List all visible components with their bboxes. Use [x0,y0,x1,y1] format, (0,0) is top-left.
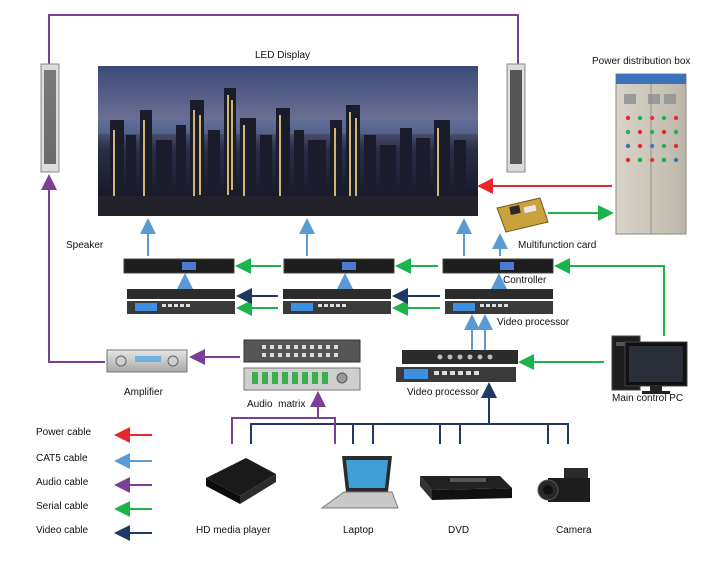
controller-label: Controller [503,275,547,286]
multifunction-card-label: Multifunction card [518,240,597,251]
video-processor-left [127,289,235,314]
amplifier-label: Amplifier [124,387,163,398]
camera-label: Camera [556,525,592,536]
audio-cables [41,174,336,444]
cat5-cables [140,218,508,350]
power-distribution-box [615,73,687,235]
controller-right [442,258,554,274]
laptop [320,456,399,509]
video-processor-top-label: Video processor [497,317,570,328]
hd-media-player [206,458,276,504]
multifunction-card [496,197,549,233]
video-processor-middle [283,289,391,314]
led-display-label: LED Display [255,50,311,61]
legend-label-cat5: CAT5 cable [36,453,88,464]
camera [537,468,590,502]
main-pc-label: Main control PC [612,393,684,404]
video-processor-bottom [396,350,518,382]
laptop-label: Laptop [343,525,374,536]
dvd-player [420,476,512,500]
legend-label-video: Video cable [36,525,89,536]
legend-label-audio: Audio cable [36,477,89,488]
legend-label-serial: Serial cable [36,501,89,512]
audio-matrix [243,339,361,391]
hd-media-player-label: HD media player [196,525,271,536]
controller-left [123,258,235,274]
dvd-label: DVD [448,525,470,536]
video-processor-bottom-label: Video processor [407,387,480,398]
speaker-left [40,63,60,173]
controller-middle [283,258,395,274]
speaker-label: Speaker [66,240,104,251]
main-control-pc [611,335,688,394]
legend-label-power: Power cable [36,427,92,438]
led-display-screen [98,66,478,216]
amplifier [106,349,188,373]
legend-arrows [114,427,152,541]
speaker-right [506,63,526,173]
audio-cable-top-loop [48,14,519,64]
power-box-label: Power distribution box [592,56,691,67]
video-cables [236,288,569,444]
serial-cables [235,205,665,370]
video-processor-right [445,289,553,314]
audio-matrix-label: Audio matrix [247,399,306,410]
